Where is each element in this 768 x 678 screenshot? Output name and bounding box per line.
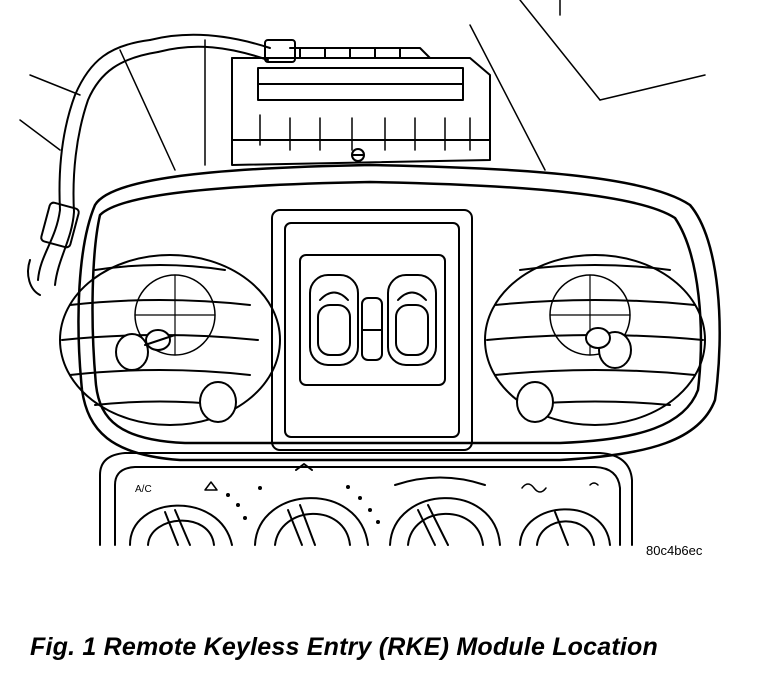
- bezel: [77, 163, 721, 462]
- figure-id-code: 80c4b6ec: [646, 543, 703, 558]
- climate-knob-1: [129, 504, 233, 546]
- lock-switch-center: [361, 297, 383, 361]
- center-switch-bezel: [271, 209, 473, 451]
- climate-indicator-dots: [226, 485, 380, 524]
- climate-knob-2: [254, 463, 369, 546]
- right-vent-knob: [585, 327, 632, 369]
- background-lines: [19, 0, 706, 171]
- figure-caption: Fig. 1 Remote Keyless Entry (RKE) Module…: [30, 633, 658, 661]
- climate-knob-3: [389, 476, 501, 546]
- power-window-switch-right: [387, 274, 437, 366]
- dashboard-illustration: A/C: [19, 0, 721, 546]
- power-window-switch-left: [309, 274, 359, 366]
- wiring-harness: [27, 33, 296, 296]
- right-vent-thumbwheel: [516, 381, 554, 423]
- left-vent-knob: [115, 329, 176, 371]
- rke-module: [231, 47, 491, 166]
- left-vent-thumbwheel: [199, 381, 237, 423]
- ac-marking: A/C: [135, 484, 152, 495]
- climate-control-panel: [99, 452, 633, 546]
- fan-icon: [204, 481, 599, 493]
- climate-knob-4: [519, 508, 611, 546]
